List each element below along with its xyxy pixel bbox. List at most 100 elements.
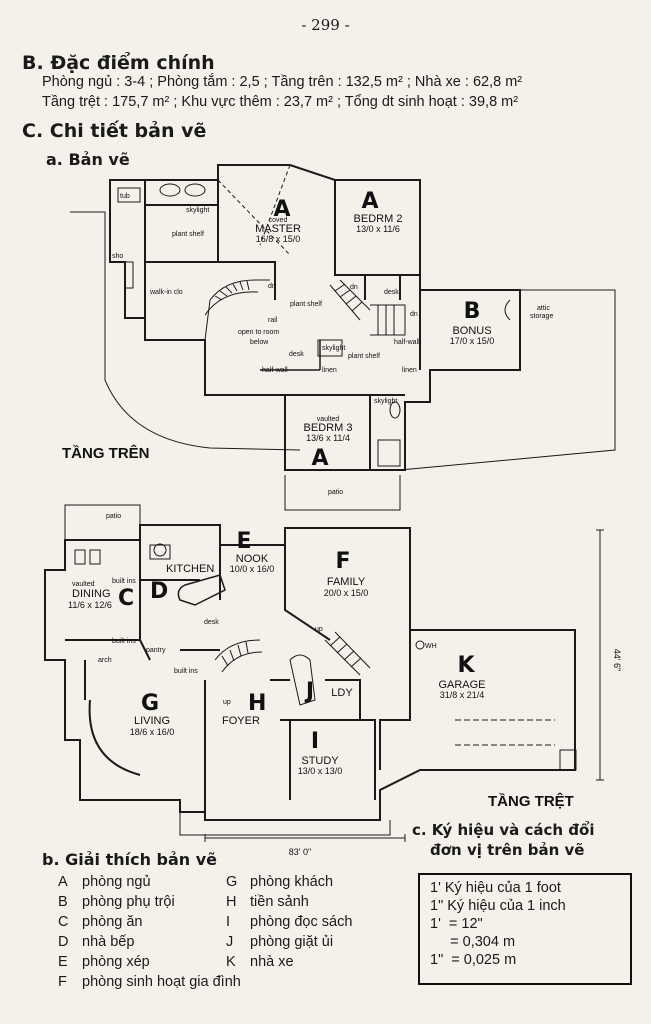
legend-text-b: phòng phụ trội [82,894,175,910]
label-up-2: up [223,699,231,706]
family-size: 20/0 x 15/0 [324,588,369,598]
upper-bedrm3-letter: A [311,446,328,471]
symbols-heading: c. Ký hiệu và cách đổi đơn vị trên bản v… [412,820,642,860]
label-storage: storage [530,313,553,320]
label-plant-shelf-1: plant shelf [172,231,204,238]
legend-text-a: phòng ngủ [82,874,151,890]
label-plant-shelf-2: plant shelf [290,301,322,308]
legend-key-b: B [58,894,68,910]
study-name: STUDY [301,755,339,767]
legend-key-i: I [226,914,231,930]
kitchen-name: KITCHEN [166,563,214,575]
legend-text-j: phòng giặt ủi [250,934,334,950]
study-size: 13/0 x 13/0 [298,766,343,776]
living-letter: G [141,691,159,716]
legend-text-k: nhà xe [250,954,294,970]
living-size: 18/6 x 16/0 [130,727,175,737]
legend-text-f: phòng sinh hoạt gia đình [82,974,241,990]
upper-bedrm2-size: 13/0 x 11/6 [356,224,400,234]
label-desk-1: desk [384,289,399,296]
label-wh: WH [425,643,437,650]
symbol-line-inch: 1" Ký hiệu của 1 inch [430,898,566,914]
nook-size: 10/0 x 16/0 [230,564,275,574]
foyer-letter: H [248,691,266,716]
upper-master-size: 16/8 x 15/0 [256,234,301,244]
legend-text-i: phòng đọc sách [250,914,353,930]
upper-bedrm3-prefix: vaulted [317,416,340,423]
symbol-line-inch-meters: 1" = 0,025 m [430,952,517,968]
ground-width-dimension: 83' 0" [289,847,311,857]
ground-floor-title: TẦNG TRỆT [488,792,574,810]
legend-text-h: tiền sảnh [250,894,309,910]
dining-letter: C [118,586,134,611]
label-patio-2: patio [106,513,121,520]
label-arch: arch [98,657,112,664]
legend-text-c: phòng ăn [82,914,143,930]
legend-text-d: nhà bếp [82,934,135,950]
upper-bedrm3-name: BEDRM 3 [304,422,353,434]
label-desk-ground: desk [204,619,219,626]
garage-size: 31/8 x 21/4 [440,690,485,700]
garage-letter: K [457,653,475,678]
label-half-wall-1: half-wall [394,339,420,346]
symbols-heading-line-2: đơn vị trên bản vẽ [430,841,585,859]
dining-prefix: vaulted [72,581,95,588]
legend-key-c: C [58,914,69,930]
upper-bonus-letter: B [464,299,481,324]
label-desk-2: desk [289,351,304,358]
study-letter: I [311,729,319,754]
label-linen-1: linen [322,367,337,374]
label-linen-2: linen [402,367,417,374]
drawing-subheading: a. Bản vẽ [46,150,130,169]
foyer-name: FOYER [222,715,260,727]
label-dn-3: dn [410,311,418,318]
upper-bedrm3-size: 13/6 x 11/4 [306,433,350,443]
dining-size: 11/6 x 12/6 [68,600,112,610]
upper-bonus-size: 17/0 x 15/0 [450,336,495,346]
legend-heading: b. Giải thích bản vẽ [42,850,218,869]
legend-key-e: E [58,954,68,970]
label-skylight-1: skylight [186,207,209,214]
family-letter: F [335,549,350,574]
legend-text-g: phòng khách [250,874,334,890]
family-name: FAMILY [327,576,366,588]
label-up-1: up [315,626,323,633]
label-dn-2: dn [350,284,358,291]
label-patio-1: patio [328,489,343,496]
upper-bedrm2-letter: A [361,189,378,214]
living-name: LIVING [134,715,170,727]
upper-master-letter: A [273,197,290,222]
label-pantry: pantry [146,647,166,654]
laundry-name: LDY [331,687,353,699]
section-c-heading: C. Chi tiết bản vẽ [22,120,207,142]
spec-line-1: Phòng ngủ : 3-4 ; Phòng tắm : 2,5 ; Tầng… [42,74,523,90]
label-plant-shelf-3: plant shelf [348,353,380,360]
symbol-line-foot-meters: = 0,304 m [430,934,516,950]
label-below: below [250,339,269,346]
label-walkin: walk-in clo [149,289,183,296]
ground-depth-dimension: 44' 6" [612,649,622,671]
section-b-heading: B. Đặc điểm chính [22,52,215,74]
legend-key-f: F [58,974,67,990]
legend-text-e: phòng xép [82,954,150,970]
label-half-wall-2: half-wall [262,367,288,374]
upper-bonus-name: BONUS [452,325,491,337]
label-open: open to room [238,329,279,336]
dining-name: DINING [72,588,111,600]
label-dn-1: dn [268,283,276,290]
symbols-heading-line-1: c. Ký hiệu và cách đổi [412,821,595,839]
label-builtins-2: built ins [112,638,136,645]
upper-bedrm2-name: BEDRM 2 [354,213,403,225]
label-tub: tub [120,193,130,200]
nook-name: NOOK [236,553,269,565]
label-skylight-2: skylight [322,345,345,352]
legend-key-k: K [226,954,236,970]
legend-key-d: D [58,934,69,950]
symbol-line-foot: 1' Ký hiệu của 1 foot [430,880,561,896]
label-skylight-3: skylight [374,398,397,405]
legend-key-a: A [58,874,68,890]
label-attic: attic [537,305,550,312]
page-number: - 299 - [301,16,350,34]
label-builtins-3: built ins [174,668,198,675]
